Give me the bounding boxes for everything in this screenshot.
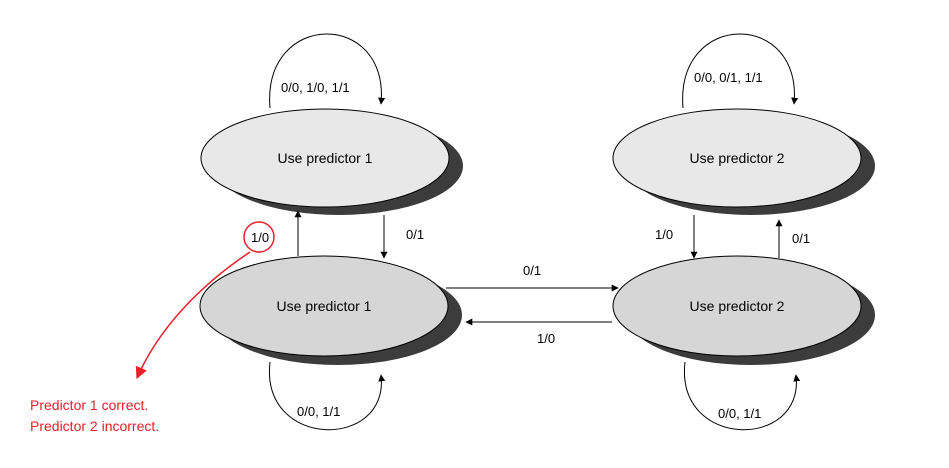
state-bottom-right: Use predictor 2: [612, 255, 875, 365]
loop-top-left: [269, 33, 386, 109]
edge-label-right-up: 0/1: [792, 231, 810, 246]
state-ellipse: [612, 255, 862, 357]
edge-label-loop-bottom-left: 0/0, 1/1: [297, 404, 340, 419]
state-ellipse: [200, 108, 450, 208]
edge-label-loop-top-left: 0/0, 1/0, 1/1: [281, 80, 350, 95]
state-bottom-left: Use predictor 1: [199, 255, 462, 365]
highlight-circle: [243, 221, 275, 253]
state-top-right: Use predictor 2: [612, 108, 875, 215]
state-label: Use predictor 1: [278, 150, 373, 166]
annotation-line-2: Predictor 2 incorrect.: [30, 418, 159, 434]
edge-label-left-up: 1/0: [251, 230, 269, 245]
state-ellipse: [199, 255, 449, 357]
state-label: Use predictor 2: [690, 150, 785, 166]
edge-label-mid-left: 1/0: [537, 331, 555, 346]
loop-bottom-right: [684, 361, 801, 431]
annotation-line-1: Predictor 1 correct.: [30, 397, 148, 413]
annotation-arrow: [135, 251, 251, 380]
state-label: Use predictor 1: [277, 298, 372, 314]
edge-label-loop-top-right: 0/0, 0/1, 1/1: [694, 70, 763, 85]
state-ellipse: [612, 108, 862, 208]
edge-label-mid-right: 0/1: [523, 263, 541, 278]
edge-label-left-down: 0/1: [406, 227, 424, 242]
loop-bottom-left: [269, 361, 386, 431]
state-top-left: Use predictor 1: [200, 108, 463, 215]
edge-label-right-down: 1/0: [655, 227, 673, 242]
edge-label-loop-bottom-right: 0/0, 1/1: [718, 406, 761, 421]
loop-top-right: [682, 33, 799, 109]
state-label: Use predictor 2: [690, 298, 785, 314]
